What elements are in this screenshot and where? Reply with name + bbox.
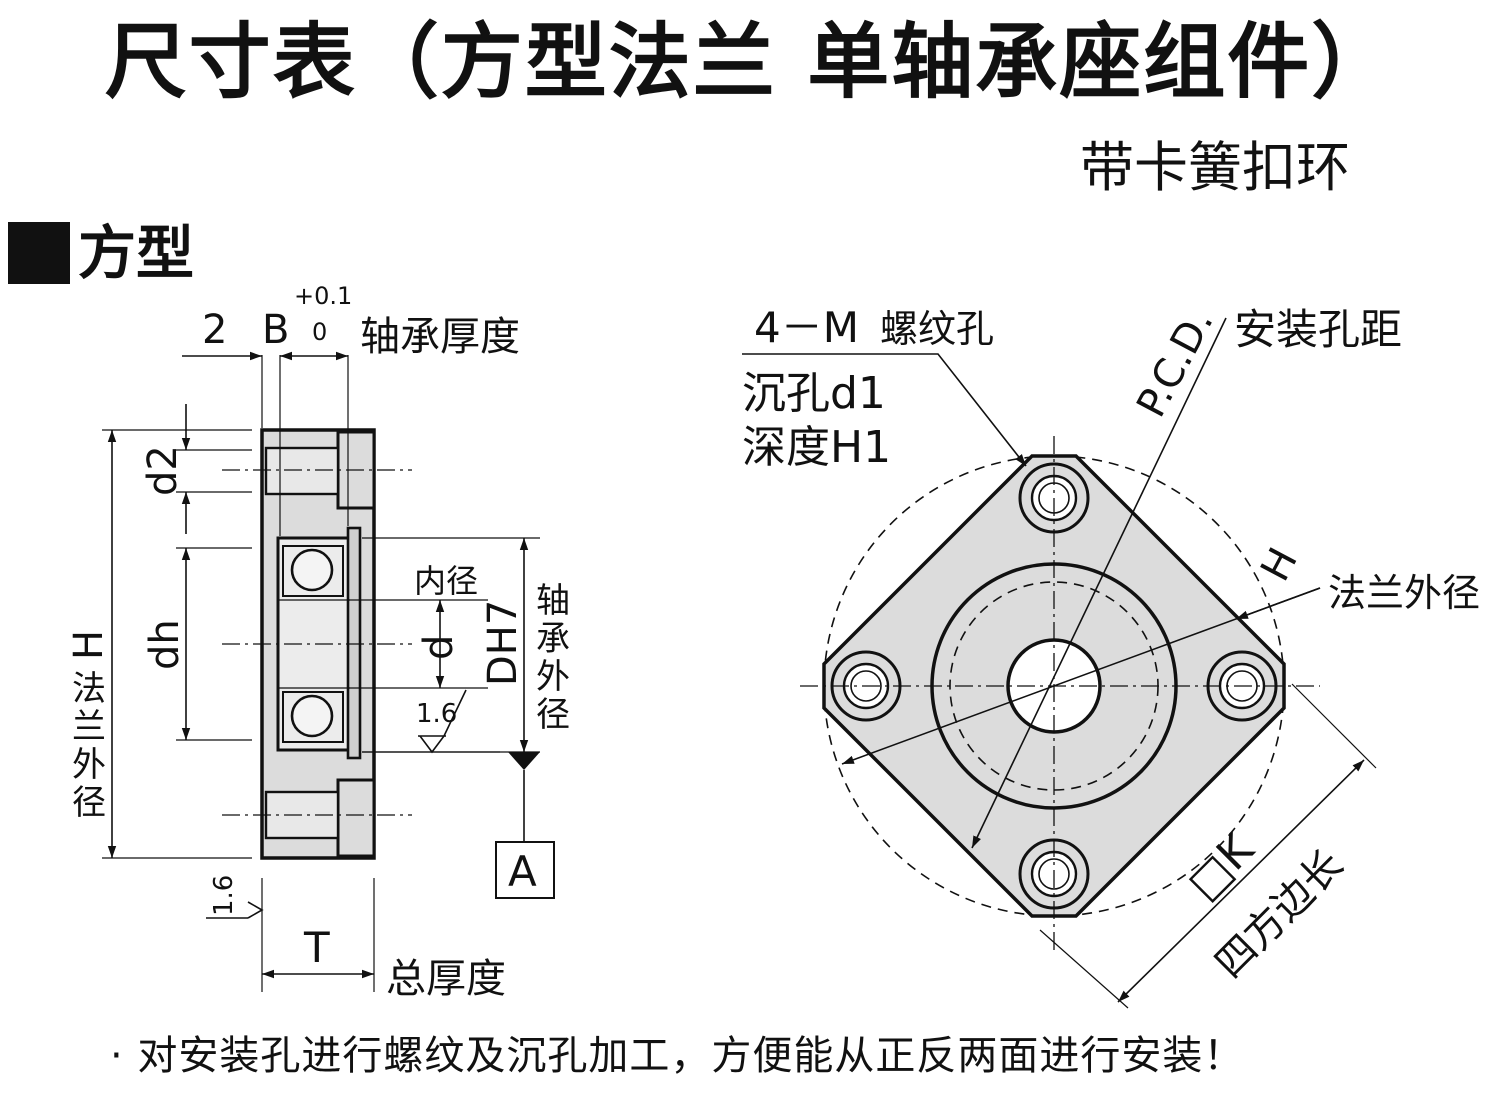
- dim-d2-label: d2: [140, 445, 186, 496]
- flange-H-label: H: [1252, 541, 1307, 589]
- flange-od-char-1: 法: [72, 669, 106, 709]
- datum-label: A: [508, 847, 537, 896]
- flange-od-label: 法兰外径: [1328, 571, 1480, 615]
- pcd-label: P.C.D.: [1128, 302, 1222, 425]
- snap-ring: [346, 526, 362, 760]
- bearing-od-char-1: 轴: [536, 581, 570, 621]
- page-subtitle: 带卡簧扣环: [1080, 136, 1350, 199]
- dim-T-label: T: [303, 923, 330, 972]
- datum-triangle: [508, 752, 540, 770]
- bearing-thickness-label: 轴承厚度: [360, 314, 520, 360]
- square-K-label: □K: [1178, 823, 1265, 910]
- bearing-od-char-4: 径: [536, 695, 570, 735]
- inner-diameter-label: 内径: [414, 562, 478, 600]
- flange-od-char-3: 外: [72, 745, 106, 785]
- roughness-symbol-2: 1.6: [206, 875, 264, 919]
- dim-DH7-label: DH7: [480, 600, 526, 686]
- bolt-top: [264, 446, 340, 496]
- dim-B-label: B: [262, 307, 289, 353]
- datum-box: [495, 841, 555, 899]
- flange-od-char-2: 兰: [72, 707, 106, 747]
- flange-od-char-4: 径: [72, 783, 106, 823]
- dim-H-label: H: [66, 630, 112, 660]
- page-title: 尺寸表（方型法兰 单轴承座组件）: [104, 15, 1396, 110]
- bearing-od-char-2: 承: [536, 619, 570, 659]
- section-label: 方型: [78, 219, 195, 287]
- depth-label: 深度H1: [742, 422, 891, 473]
- roughness-value-1: 1.6: [416, 699, 457, 729]
- counterbore-bottom: [336, 778, 376, 858]
- tolerance-lower: 0: [312, 318, 327, 346]
- section-square-icon: [8, 222, 70, 284]
- dim-dh-label: dh: [142, 619, 188, 670]
- ball-bottom: [290, 694, 334, 738]
- roughness-symbol-1: 1.6: [416, 689, 467, 754]
- roughness-value-2: 1.6: [209, 875, 239, 916]
- installation-note: · 对安装孔进行螺纹及沉孔加工，方便能从正反两面进行安装！: [110, 1033, 1245, 1079]
- front-view: 4－M 螺纹孔 沉孔d1 深度H1 P.C.D. 安装孔距 H 法兰外径 □K …: [742, 302, 1480, 1009]
- side-view: 2 B +0.1 0 轴承厚度 d2 dh H 法 兰 外 径 内径 d: [66, 282, 570, 1002]
- total-thickness-label: 总厚度: [386, 956, 506, 1002]
- ball-top: [290, 548, 334, 592]
- tolerance-upper: +0.1: [294, 282, 352, 310]
- counterbore-label: 沉孔d1: [742, 368, 886, 419]
- dim-2-label: 2: [202, 307, 227, 353]
- bearing-od-char-3: 外: [536, 657, 570, 697]
- pcd-description: 安装孔距: [1234, 305, 1402, 354]
- thread-hole-suffix: 螺纹孔: [880, 307, 994, 351]
- section-heading: 方型: [8, 222, 194, 284]
- dim-d-label: d: [416, 635, 462, 660]
- thread-hole-label: 4－M: [754, 303, 859, 352]
